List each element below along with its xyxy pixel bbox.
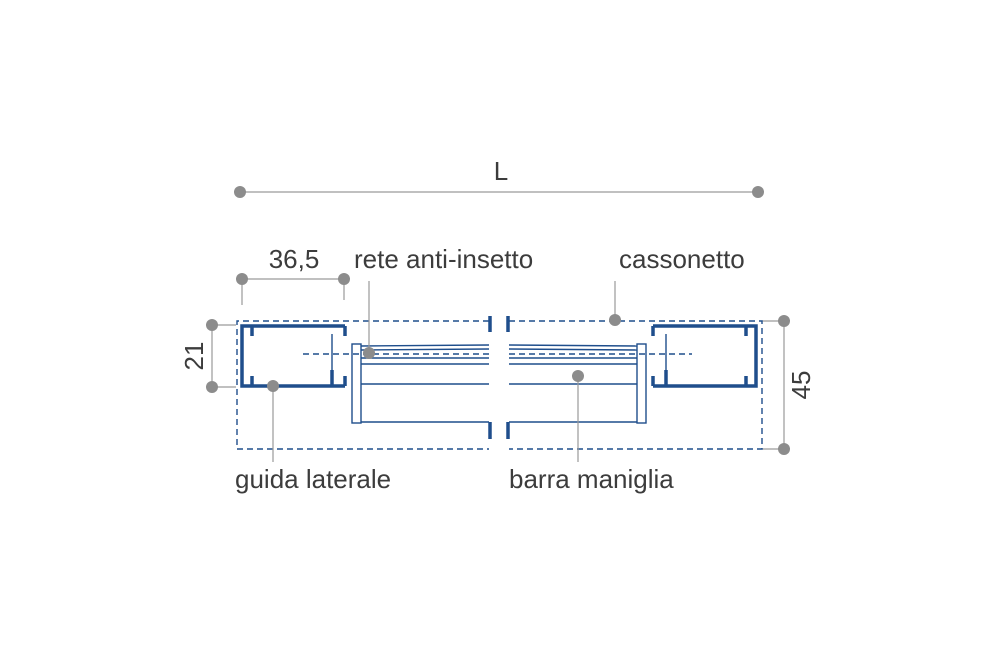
label-total-height: 45 — [786, 371, 816, 400]
handle-bar-right-end-cap — [636, 343, 647, 424]
label-side-guide: guida laterale — [235, 464, 391, 494]
side-guide-left-channel — [240, 324, 345, 388]
dimension-dot-guide-bottom — [206, 381, 218, 393]
dimension-dot-total-top — [778, 315, 790, 327]
callout-dot-side-guide — [267, 380, 279, 392]
callout-dot-box — [609, 314, 621, 326]
envelope-outline — [236, 320, 763, 450]
dimension-dot-total-bottom — [778, 443, 790, 455]
callout-dot-handle-bar — [572, 370, 584, 382]
label-guide-height: 21 — [179, 342, 209, 371]
dimension-dot-guide-top — [206, 319, 218, 331]
callout-box: cassonetto — [609, 244, 745, 326]
side-guide-left — [240, 324, 347, 388]
dimension-dot-left — [234, 186, 246, 198]
handle-bar-left — [351, 343, 490, 424]
break-marks — [488, 316, 510, 439]
callout-insect-net: rete anti-insetto — [354, 244, 533, 359]
side-guide-right-channel — [653, 324, 758, 388]
callout-dot-insect-net — [363, 347, 375, 359]
net-line-left-2 — [360, 348, 490, 351]
dimension-guide-width: 36,5 — [236, 244, 350, 305]
side-guide-right — [651, 324, 758, 388]
handle-bar-right — [508, 343, 647, 424]
dimension-total-height: 45 — [762, 315, 816, 455]
label-guide-width: 36,5 — [269, 244, 320, 274]
dimension-dot-guide-right — [338, 273, 350, 285]
label-insect-net: rete anti-insetto — [354, 244, 533, 274]
dimension-dot-right — [752, 186, 764, 198]
callout-handle-bar: barra maniglia — [509, 370, 674, 494]
dimension-length: L — [234, 156, 764, 198]
label-box: cassonetto — [619, 244, 745, 274]
dimension-guide-height: 21 — [179, 319, 236, 393]
dimension-dot-guide-left — [236, 273, 248, 285]
net-line-left-1 — [360, 344, 490, 347]
handle-bar-left-end-cap — [351, 343, 362, 424]
envelope-left-half — [236, 320, 489, 450]
label-handle-bar: barra maniglia — [509, 464, 674, 494]
callout-side-guide: guida laterale — [235, 380, 391, 494]
label-length: L — [494, 156, 508, 186]
net-line-right-1 — [508, 344, 638, 347]
net-line-right-2 — [508, 348, 638, 351]
